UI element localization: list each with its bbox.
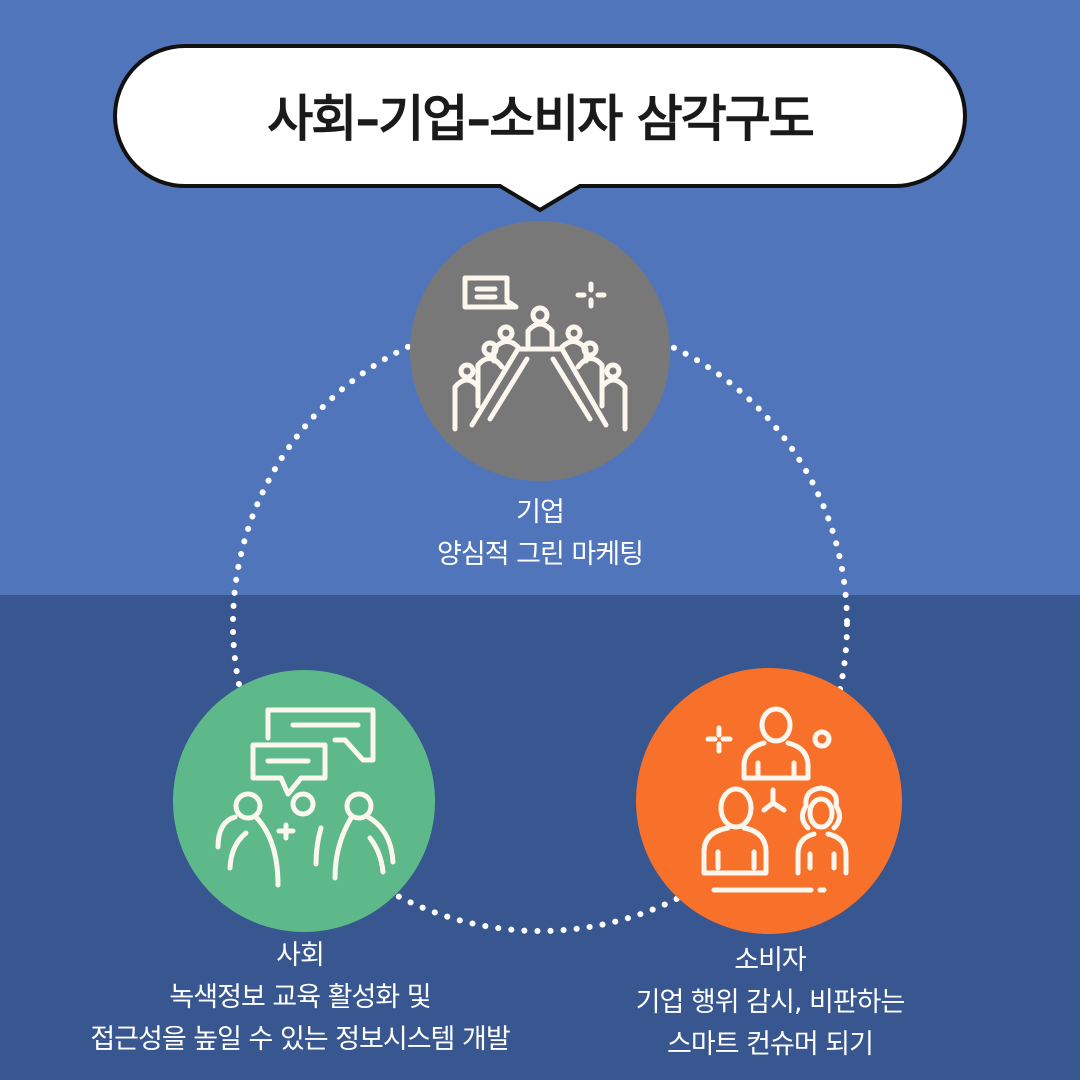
society-name: 사회 [276,940,325,971]
team-network-icon [701,706,849,893]
society-label: 사회 녹색정보 교육 활성화 및 접근성을 높일 수 있는 정보시스템 개발 [30,935,570,1061]
discussion-icon [215,707,396,888]
title-speech-bubble [113,44,967,213]
consumer-label: 소비자 기업 행위 감시, 비판하는 스마트 컨슈머 되기 [570,940,970,1066]
society-description-line2: 접근성을 높일 수 있는 정보시스템 개발 [90,1024,510,1055]
consumer-name: 소비자 [734,945,807,976]
consumer-description-line1: 기업 행위 감시, 비판하는 [635,987,906,1018]
company-description: 양심적 그린 마케팅 [437,539,644,570]
consumer-description-line2: 스마트 컨슈머 되기 [667,1029,874,1060]
meeting-table-icon [452,275,628,432]
consumer-circle [636,668,902,934]
page-title: 사회–기업–소비자 삼각구도 [267,90,814,148]
society-circle [173,670,435,932]
society-description-line1: 녹색정보 교육 활성화 및 [169,982,431,1013]
company-circle [410,221,670,481]
company-name: 기업 [516,497,565,528]
company-label: 기업 양심적 그린 마케팅 [340,492,740,576]
